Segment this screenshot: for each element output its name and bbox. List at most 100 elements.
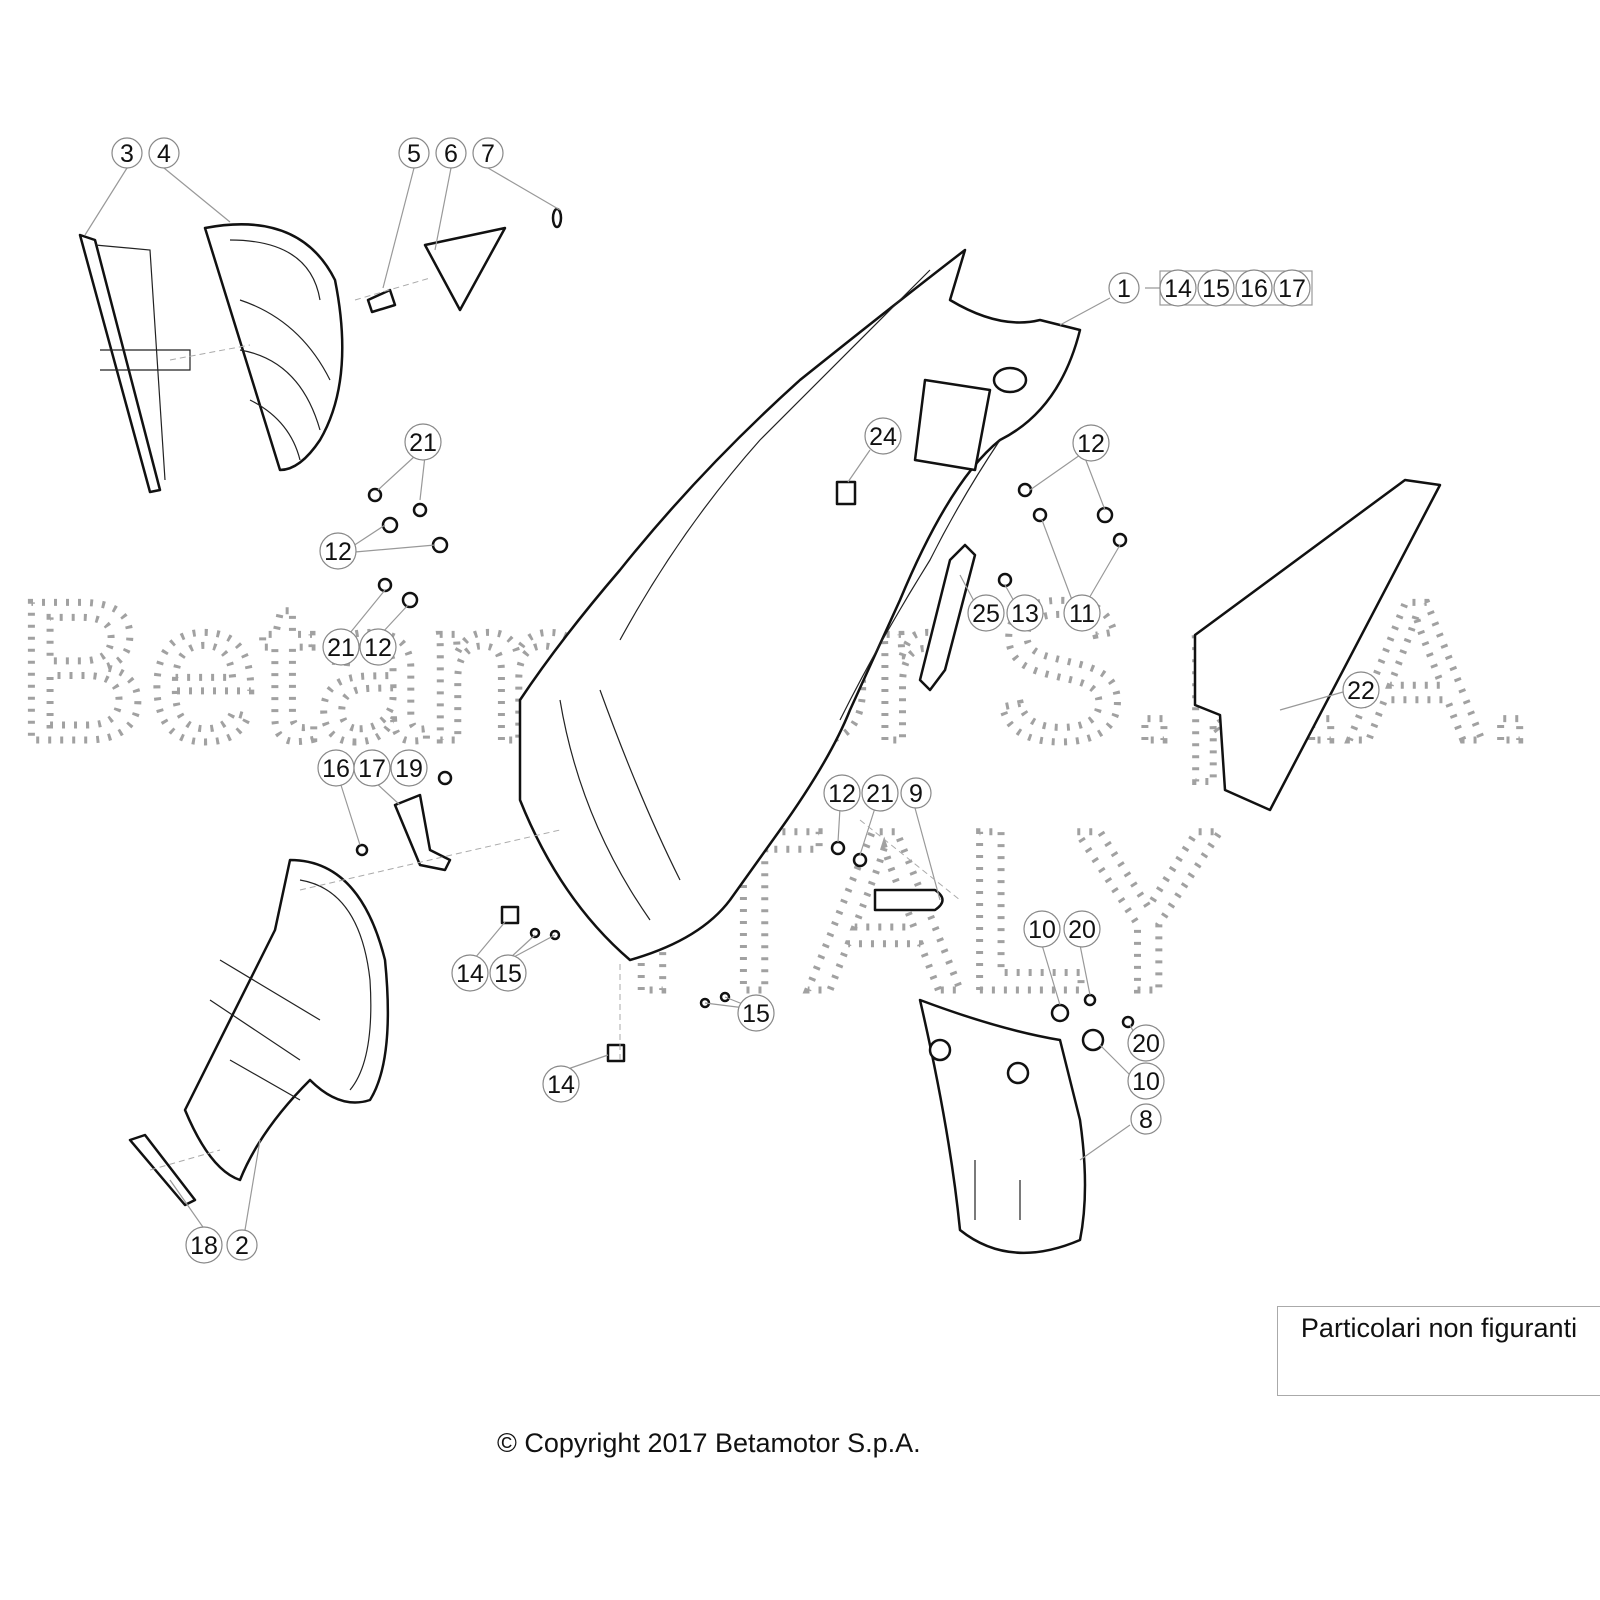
part-reflector bbox=[366, 207, 563, 314]
part-air-boot bbox=[183, 858, 390, 1182]
callout-number: 4 bbox=[157, 140, 171, 168]
callout-22: 22 bbox=[1342, 671, 1380, 709]
callout-number: 3 bbox=[120, 140, 134, 168]
callout-21: 21 bbox=[861, 774, 899, 812]
callout-number: 25 bbox=[972, 600, 1000, 628]
callout-number: 22 bbox=[1347, 677, 1375, 705]
callout-number: 21 bbox=[327, 634, 355, 662]
callout-circle bbox=[864, 417, 902, 455]
callout-number: 1 bbox=[1117, 275, 1131, 303]
callout-number: 12 bbox=[324, 538, 352, 566]
callout-15: 15 bbox=[489, 954, 527, 992]
callout-12: 12 bbox=[823, 774, 861, 812]
callout-number: 15 bbox=[1202, 275, 1230, 303]
callout-number: 21 bbox=[409, 429, 437, 457]
callout-number: 19 bbox=[395, 755, 423, 783]
callout-circle bbox=[319, 532, 357, 570]
callout-circle bbox=[900, 777, 932, 809]
callout-12: 12 bbox=[319, 532, 357, 570]
callout-circle bbox=[1127, 1062, 1165, 1100]
callout-14: 14 bbox=[542, 1065, 580, 1103]
callout-16: 16 bbox=[1235, 269, 1273, 307]
callout-number: 17 bbox=[358, 755, 386, 783]
callout-circle bbox=[967, 594, 1005, 632]
callout-number: 11 bbox=[1069, 600, 1095, 628]
callout-circle bbox=[435, 137, 467, 169]
part-headlight-shell bbox=[203, 223, 344, 472]
callout-number: 24 bbox=[869, 423, 897, 451]
callout-number: 7 bbox=[481, 140, 495, 168]
callout-circle bbox=[451, 954, 489, 992]
callout-circle bbox=[1063, 910, 1101, 948]
part-clamp bbox=[128, 1133, 197, 1207]
part-headlight-bracket bbox=[78, 233, 191, 494]
callout-number: 5 bbox=[407, 140, 421, 168]
callout-7: 7 bbox=[472, 137, 504, 169]
callout-circle bbox=[359, 628, 397, 666]
part-side-panel bbox=[1193, 478, 1442, 812]
callout-17: 17 bbox=[1273, 269, 1311, 307]
callout-25: 25 bbox=[967, 594, 1005, 632]
callout-10: 10 bbox=[1127, 1062, 1165, 1100]
callout-number: 14 bbox=[456, 960, 484, 988]
callout-circle bbox=[1108, 272, 1140, 304]
callout-12: 12 bbox=[359, 628, 397, 666]
callout-12: 12 bbox=[1072, 424, 1110, 462]
part-rear-fender bbox=[518, 248, 1082, 962]
callout-20: 20 bbox=[1063, 910, 1101, 948]
callout-number: 16 bbox=[322, 755, 350, 783]
leader-lines bbox=[84, 167, 1351, 1231]
callout-15: 15 bbox=[737, 994, 775, 1032]
callout-number: 15 bbox=[494, 960, 522, 988]
callout-circle bbox=[1063, 594, 1101, 632]
callout-circle bbox=[823, 774, 861, 812]
callout-number: 10 bbox=[1132, 1068, 1160, 1096]
callout-number: 9 bbox=[909, 780, 923, 808]
callout-circle bbox=[1130, 1103, 1162, 1135]
callout-circle bbox=[390, 749, 428, 787]
callout-18: 18 bbox=[185, 1226, 223, 1264]
callout-number: 15 bbox=[742, 1000, 770, 1028]
callout-circle bbox=[489, 954, 527, 992]
callout-circle bbox=[1235, 269, 1273, 307]
callout-circle bbox=[148, 137, 180, 169]
callout-14: 14 bbox=[1159, 269, 1197, 307]
callout-number: 12 bbox=[828, 780, 856, 808]
callout-circle bbox=[353, 749, 391, 787]
callout-number: 8 bbox=[1139, 1106, 1153, 1134]
callout-number: 12 bbox=[1077, 430, 1105, 458]
callout-circle bbox=[542, 1065, 580, 1103]
part-rear-reflector bbox=[873, 888, 944, 912]
callout-circle bbox=[1006, 594, 1044, 632]
callout-circle bbox=[322, 628, 360, 666]
callout-number: 17 bbox=[1278, 275, 1306, 303]
callout-3: 3 bbox=[111, 137, 143, 169]
callout-17: 17 bbox=[353, 749, 391, 787]
callout-circle bbox=[1023, 910, 1061, 948]
callout-13: 13 bbox=[1006, 594, 1044, 632]
callout-number: 6 bbox=[444, 140, 458, 168]
callout-circle bbox=[1072, 424, 1110, 462]
callout-number: 13 bbox=[1011, 600, 1039, 628]
callout-number: 14 bbox=[1164, 275, 1192, 303]
callout-number: 20 bbox=[1132, 1030, 1160, 1058]
callout-number: 10 bbox=[1028, 916, 1056, 944]
callout-circle bbox=[185, 1226, 223, 1264]
callout-1: 1 bbox=[1108, 272, 1140, 304]
non-illustrated-parts-box: Particolari non figuranti bbox=[1277, 1306, 1600, 1396]
callout-circle bbox=[111, 137, 143, 169]
callout-circle bbox=[861, 774, 899, 812]
callout-number: 14 bbox=[547, 1071, 575, 1099]
callout-circle bbox=[1159, 269, 1197, 307]
callout-number: 12 bbox=[364, 634, 392, 662]
callout-14: 14 bbox=[451, 954, 489, 992]
callout-2: 2 bbox=[226, 1229, 258, 1261]
callout-circle bbox=[1342, 671, 1380, 709]
callout-5: 5 bbox=[398, 137, 430, 169]
callout-circle bbox=[1273, 269, 1311, 307]
callout-number: 20 bbox=[1068, 916, 1096, 944]
callout-circle bbox=[404, 423, 442, 461]
callout-circle bbox=[472, 137, 504, 169]
